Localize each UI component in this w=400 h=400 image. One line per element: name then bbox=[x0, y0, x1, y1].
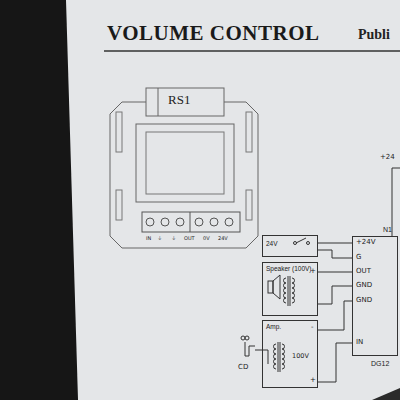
coil-winding bbox=[284, 278, 287, 303]
mount-slot bbox=[246, 112, 252, 152]
terminal-screw bbox=[210, 218, 218, 226]
terminal-name: 24V bbox=[218, 236, 228, 242]
terminal-divider bbox=[190, 212, 191, 232]
module-name: N1 bbox=[383, 226, 392, 234]
jack-symbol bbox=[241, 336, 245, 340]
potentiometer-shaft bbox=[158, 88, 159, 116]
switch-symbol bbox=[296, 238, 306, 243]
header-text: Publi bbox=[358, 27, 390, 42]
device-frame bbox=[136, 124, 234, 202]
polarity-mark: + bbox=[310, 377, 316, 385]
terminal-screw bbox=[146, 218, 154, 226]
module-name: DG12 bbox=[371, 360, 389, 368]
device-housing bbox=[110, 102, 258, 248]
pin-name: OUT bbox=[356, 268, 371, 276]
pin-name: GND bbox=[356, 282, 372, 290]
title: VOLUME CONTROL bbox=[107, 22, 320, 45]
terminal-name: OUT bbox=[184, 236, 195, 242]
transformer-core bbox=[288, 276, 289, 306]
transformer-core bbox=[278, 342, 279, 372]
part-name: RS1 bbox=[168, 93, 190, 107]
terminal-name: IN bbox=[146, 236, 151, 242]
pin-name: +24V bbox=[356, 239, 376, 247]
potentiometer-body bbox=[146, 88, 224, 116]
terminal-screw bbox=[176, 218, 184, 226]
title-rule bbox=[104, 50, 400, 52]
speaker-symbol bbox=[268, 281, 273, 293]
box-label: Speaker (100V) bbox=[266, 265, 312, 272]
box-label: 24V bbox=[266, 240, 278, 247]
terminal-screw bbox=[225, 218, 233, 226]
polarity-mark: - bbox=[311, 324, 314, 332]
input-wire bbox=[268, 350, 269, 364]
device-box: Speaker (100V) bbox=[262, 262, 318, 316]
box-label: Amp. bbox=[266, 323, 281, 330]
mount-slot bbox=[116, 190, 122, 220]
switch-contact bbox=[307, 242, 310, 245]
mount-slot bbox=[116, 112, 122, 152]
coil-winding bbox=[282, 344, 285, 369]
terminal-name: ⏚ bbox=[172, 236, 176, 242]
transformer-core bbox=[280, 342, 281, 372]
terminal-block bbox=[142, 212, 240, 232]
dark-background bbox=[0, 0, 78, 400]
switch-contact bbox=[294, 242, 297, 245]
wire bbox=[318, 250, 352, 258]
wire bbox=[318, 243, 352, 244]
terminal-name: ⏚ bbox=[158, 236, 162, 242]
device-box: 24V bbox=[262, 235, 318, 257]
mount-slot bbox=[246, 190, 252, 220]
terminal-name: 0V bbox=[203, 236, 210, 242]
coil-winding bbox=[274, 344, 277, 369]
dark-corner bbox=[372, 388, 400, 400]
transformer-core bbox=[290, 276, 291, 306]
wire bbox=[318, 301, 352, 330]
jack-symbol bbox=[245, 336, 249, 340]
supply-wire bbox=[392, 168, 400, 169]
terminal-screw bbox=[195, 218, 203, 226]
supply-wire bbox=[392, 168, 393, 236]
transformer-coil bbox=[284, 278, 295, 303]
wire bbox=[318, 272, 352, 273]
source-label: CD bbox=[238, 364, 248, 372]
terminal-screw bbox=[161, 218, 169, 226]
device-panel bbox=[146, 132, 224, 194]
device-box: Amp. bbox=[262, 320, 318, 388]
terminal-screws bbox=[146, 218, 233, 226]
transformer-coil bbox=[274, 344, 285, 369]
jack-symbol bbox=[245, 342, 255, 356]
pin-name: GND bbox=[356, 297, 372, 305]
coil-winding bbox=[292, 278, 295, 303]
polarity-mark: + bbox=[310, 268, 316, 276]
supply-label: +24 bbox=[380, 154, 395, 162]
pin-name: G bbox=[356, 254, 361, 262]
speaker-cone bbox=[273, 275, 280, 299]
wire bbox=[318, 343, 352, 382]
voltage-label: 100V bbox=[292, 353, 309, 360]
pin-name: IN bbox=[356, 339, 363, 347]
